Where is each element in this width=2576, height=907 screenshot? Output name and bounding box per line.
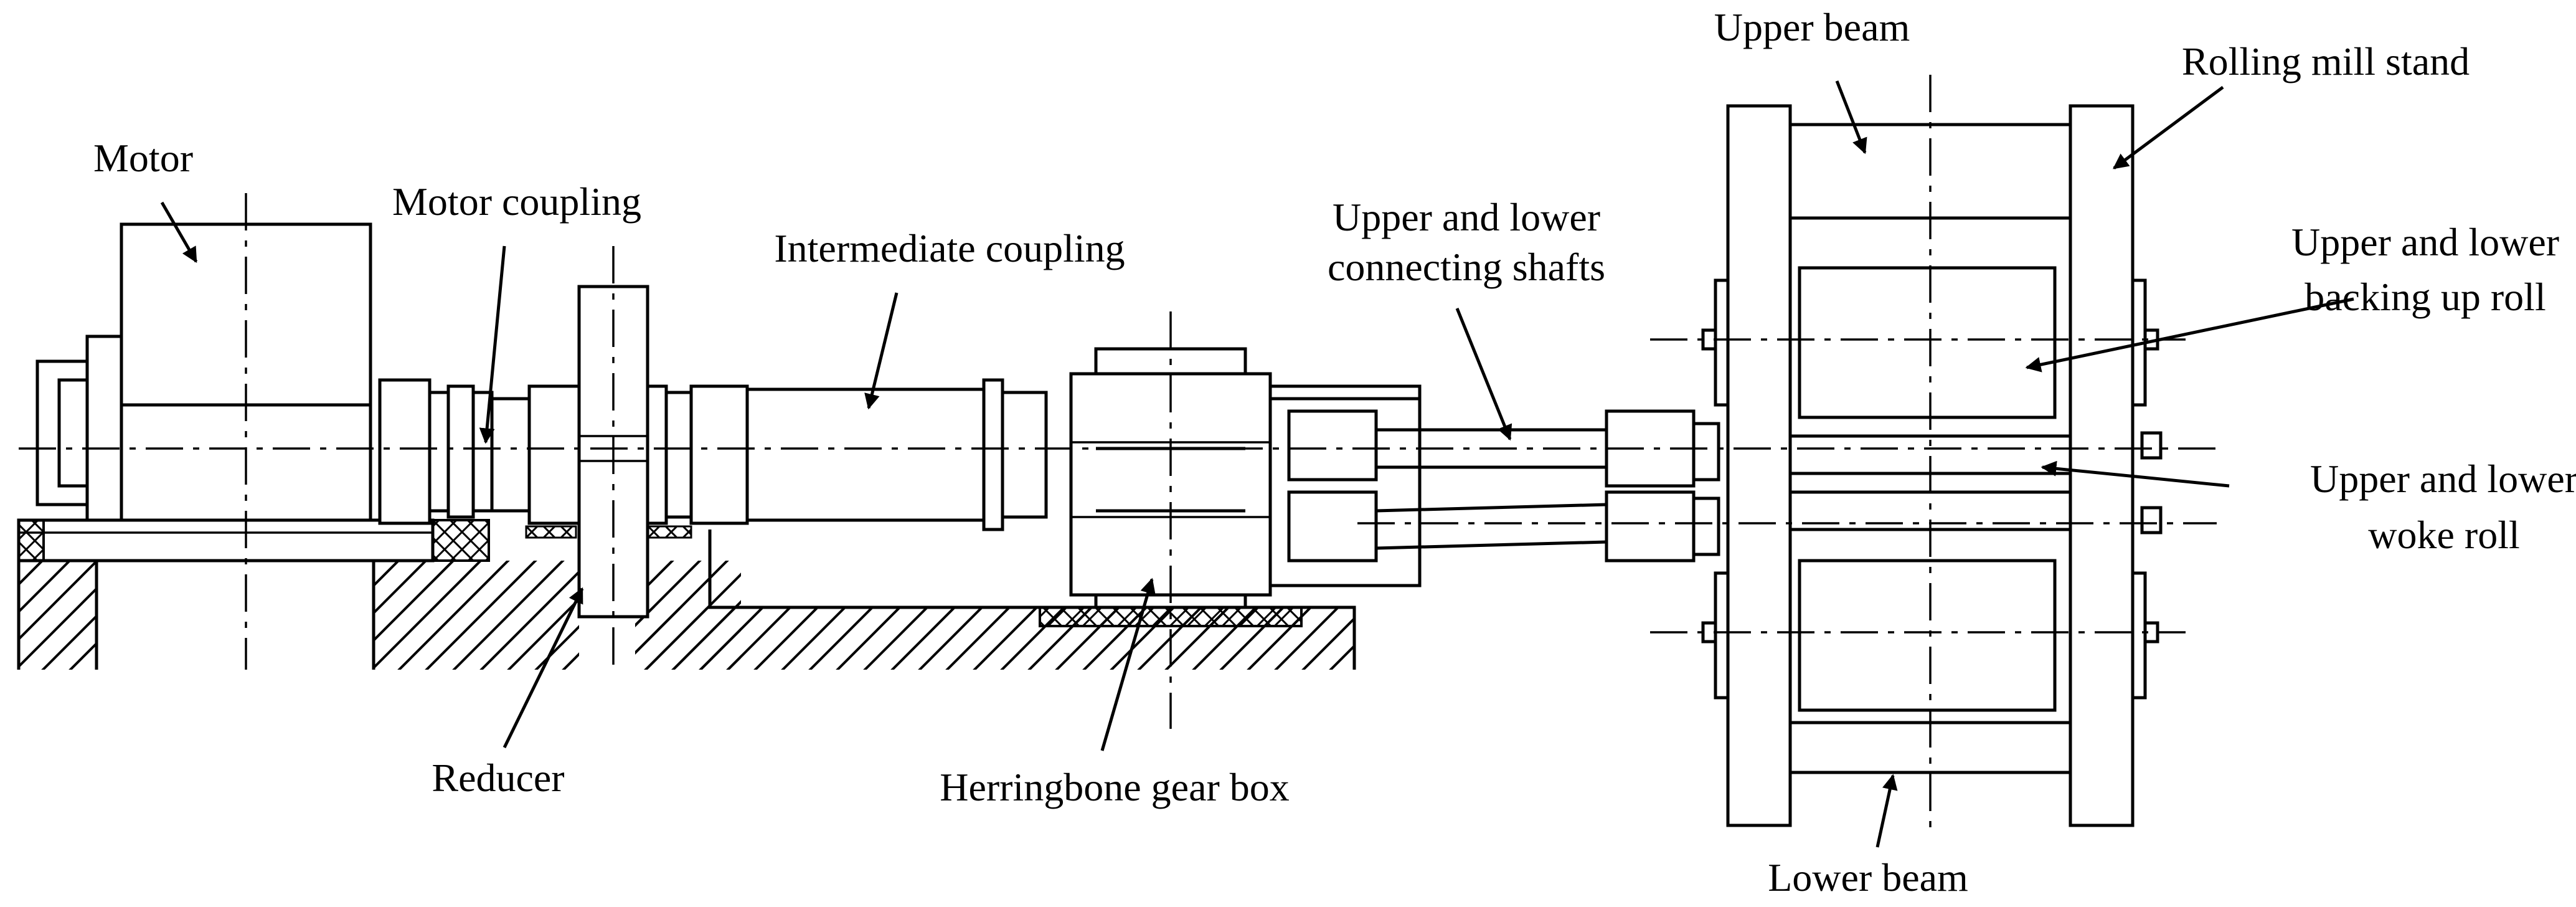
- motor: [35, 222, 372, 522]
- label-work-roll-line-2: woke roll: [2368, 513, 2520, 557]
- label-work-roll-line-1: Upper and lower: [2310, 457, 2576, 501]
- label-motor: Motor: [93, 136, 193, 180]
- label-intermediate-coupling: Intermediate coupling: [774, 226, 1125, 270]
- center-lines: [19, 75, 2217, 829]
- label-rolling-mill-stand: Rolling mill stand: [2182, 39, 2470, 83]
- rolling-mill-stand: [1701, 104, 2163, 827]
- intermediate-coupling: [689, 378, 1048, 531]
- label-backing-roll-line-2: backing up roll: [2305, 275, 2545, 319]
- label-lower-beam: Lower beam: [1768, 855, 1968, 900]
- label-herringbone-gear-box: Herringbone gear box: [940, 765, 1290, 809]
- label-upper-beam: Upper beam: [1714, 5, 1910, 49]
- label-connecting-shafts-line-1: Upper and lower: [1333, 195, 1600, 239]
- label-connecting-shafts-line-2: connecting shafts: [1328, 245, 1605, 289]
- reducer: [527, 285, 693, 619]
- label-reducer: Reducer: [432, 756, 564, 800]
- leader-arrows: [160, 80, 2354, 848]
- label-motor-coupling: Motor coupling: [392, 179, 641, 224]
- labels: Motor Motor coupling Intermediate coupli…: [93, 5, 2576, 900]
- motor-coupling: [378, 378, 531, 525]
- label-backing-roll-line-1: Upper and lower: [2291, 220, 2559, 264]
